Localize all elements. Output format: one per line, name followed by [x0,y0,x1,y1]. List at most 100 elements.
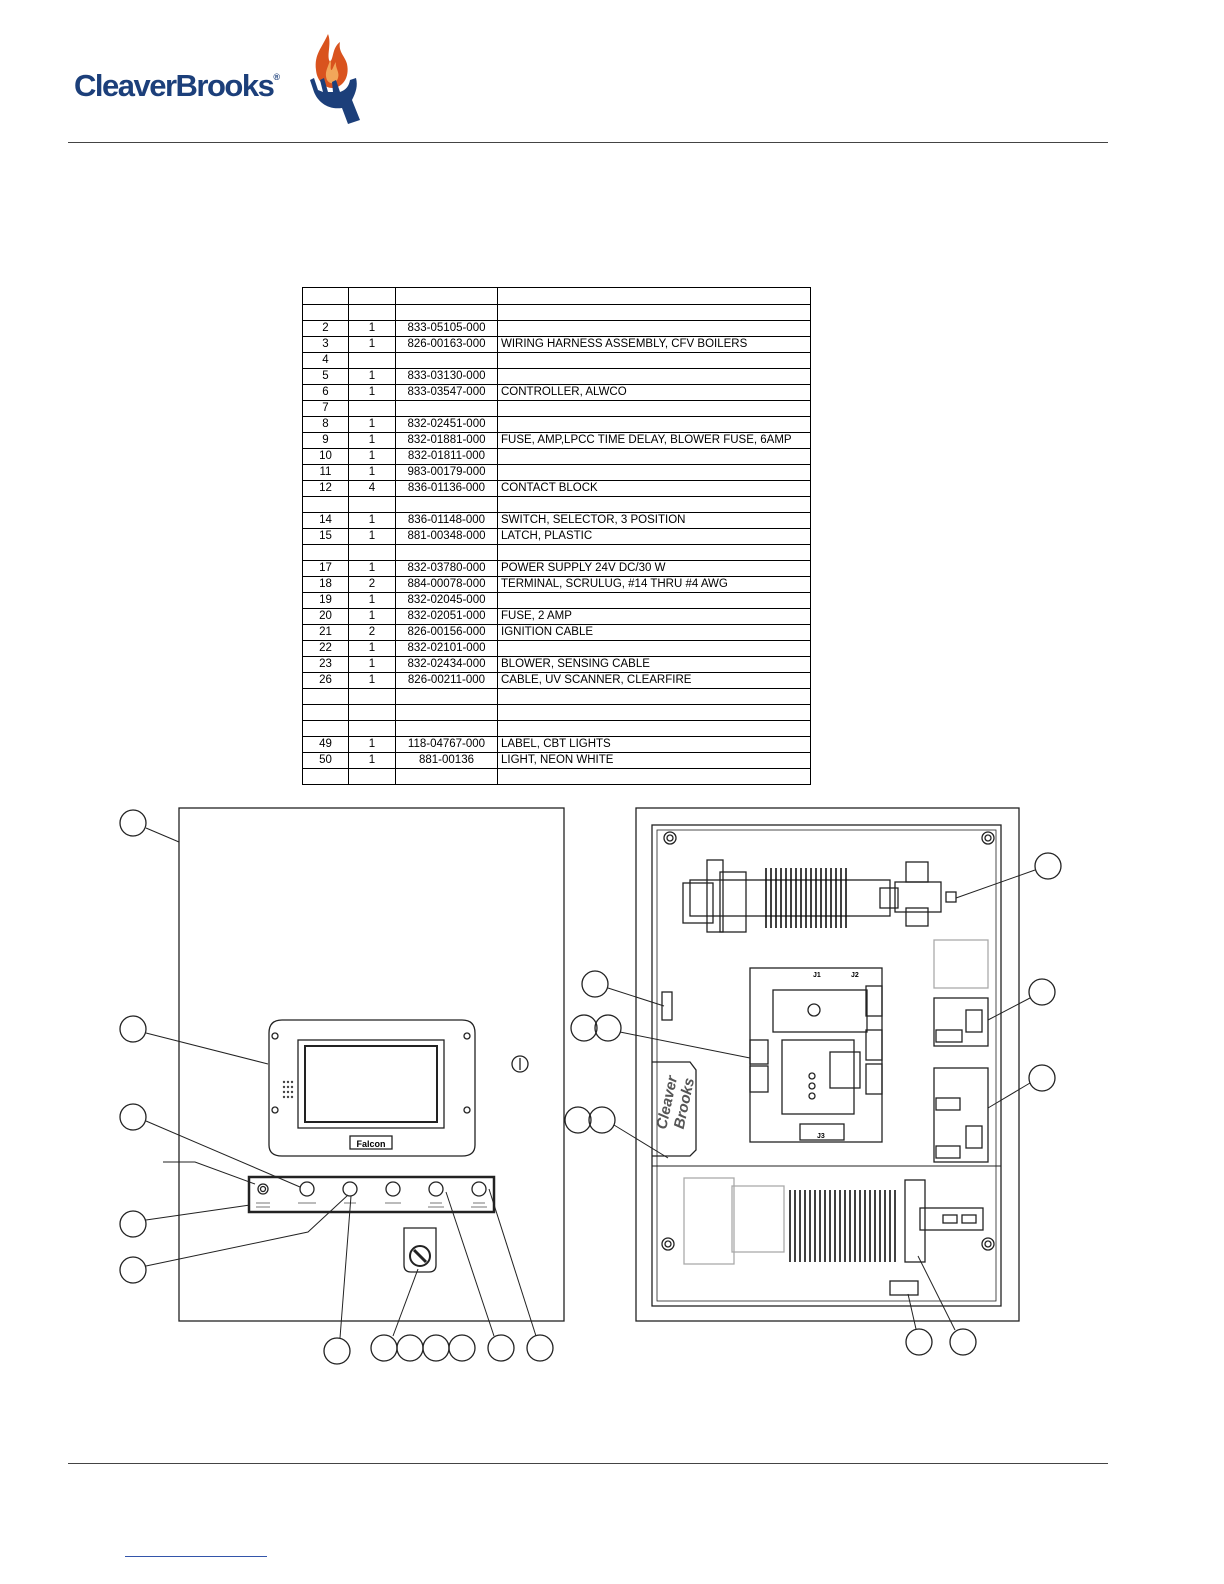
cell-qty: 2 [348,624,396,641]
cell-item: 8 [302,416,349,433]
hmi-brand-label: Falcon [356,1139,385,1149]
flame-hand-icon [310,34,360,124]
hmi-display [268,1019,476,1157]
table-header-row [302,287,811,305]
table-row [302,704,811,721]
panel-brand-logo: Cleaver Brooks [653,1073,698,1131]
cell-part-number: 833-03547-000 [395,384,498,401]
callout-balloons-left [119,809,554,1365]
cell-description [497,688,811,705]
cell-part-number: 832-01811-000 [395,448,498,465]
cell-qty: 1 [348,528,396,545]
table-row: 4 [302,352,811,369]
cell-part-number: 118-04767-000 [395,736,498,753]
backplate [651,824,1002,1307]
pilot-lights [257,1181,487,1197]
cell-description: BLOWER, SENSING CABLE [497,656,811,673]
cell-part-number [395,720,498,737]
cell-item: 11 [302,464,349,481]
cell-description: SWITCH, SELECTOR, 3 POSITION [497,512,811,529]
board-label-j3: J3 [817,1133,825,1140]
cell-description: POWER SUPPLY 24V DC/30 W [497,560,811,577]
cell-part-number: 833-03130-000 [395,368,498,385]
cell-qty: 2 [348,576,396,593]
wire-duct [652,1061,697,1157]
cell-qty [348,304,396,321]
cell-part-number: 832-02101-000 [395,640,498,657]
callout-balloons-right [564,852,1062,1356]
cell-qty: 1 [348,640,396,657]
cell-part-number [395,688,498,705]
cell-item [302,544,349,561]
cell-part-number: 826-00163-000 [395,336,498,353]
cell-qty [348,688,396,705]
cell-part-number [395,704,498,721]
board-label-j2: J2 [851,972,859,979]
cell-part-number: 832-02051-000 [395,608,498,625]
cell-part-number: 832-03780-000 [395,560,498,577]
cell-description [497,704,811,721]
cell-item [302,304,349,321]
cell-item: 2 [302,320,349,337]
top-terminal-blocks [765,868,847,928]
cell-item: 10 [302,448,349,465]
leader-lines-right [607,869,1036,1331]
board-label-j1: J1 [813,972,821,979]
table-row [302,688,811,705]
cell-description [497,352,811,369]
cell-description: LIGHT, NEON WHITE [497,752,811,769]
cell-qty: 1 [348,432,396,449]
table-row [302,544,811,561]
cell-description [497,592,811,609]
cell-item: 20 [302,608,349,625]
cell-part-number: 881-00136 [395,752,498,769]
cell-item: 3 [302,336,349,353]
cell-qty: 1 [348,656,396,673]
header-rule [68,142,1108,143]
cell-part-number: 833-05105-000 [395,320,498,337]
cell-item: 12 [302,480,349,497]
bottom-terminal-blocks [789,1190,896,1262]
cell-part-number: 826-00156-000 [395,624,498,641]
hmi-speaker-grille [282,1080,294,1099]
controller-board [749,967,883,1143]
cell-description [497,400,811,417]
cell-qty: 1 [348,736,396,753]
cell-item: 18 [302,576,349,593]
header-description [497,287,811,305]
cell-qty: 1 [348,512,396,529]
cell-item: 9 [302,432,349,449]
header-part-number [395,287,498,305]
cell-item [302,720,349,737]
cell-part-number: 832-02045-000 [395,592,498,609]
cell-item [302,496,349,513]
panel-door-outline [178,807,565,1322]
cell-qty [348,544,396,561]
cell-item: 15 [302,528,349,545]
control-panel-drawing: Falcon J1 J2 J3 Cleaver Brooks [119,807,1062,1365]
table-row [302,304,811,321]
cell-item: 26 [302,672,349,689]
table-row [302,496,811,513]
cell-qty: 1 [348,608,396,625]
cell-qty: 1 [348,384,396,401]
pilot-light-strip [247,1175,496,1214]
cell-description [497,448,811,465]
cell-part-number [395,304,498,321]
cell-description: CABLE, UV SCANNER, CLEARFIRE [497,672,811,689]
cell-description [497,304,811,321]
cell-description [497,320,811,337]
